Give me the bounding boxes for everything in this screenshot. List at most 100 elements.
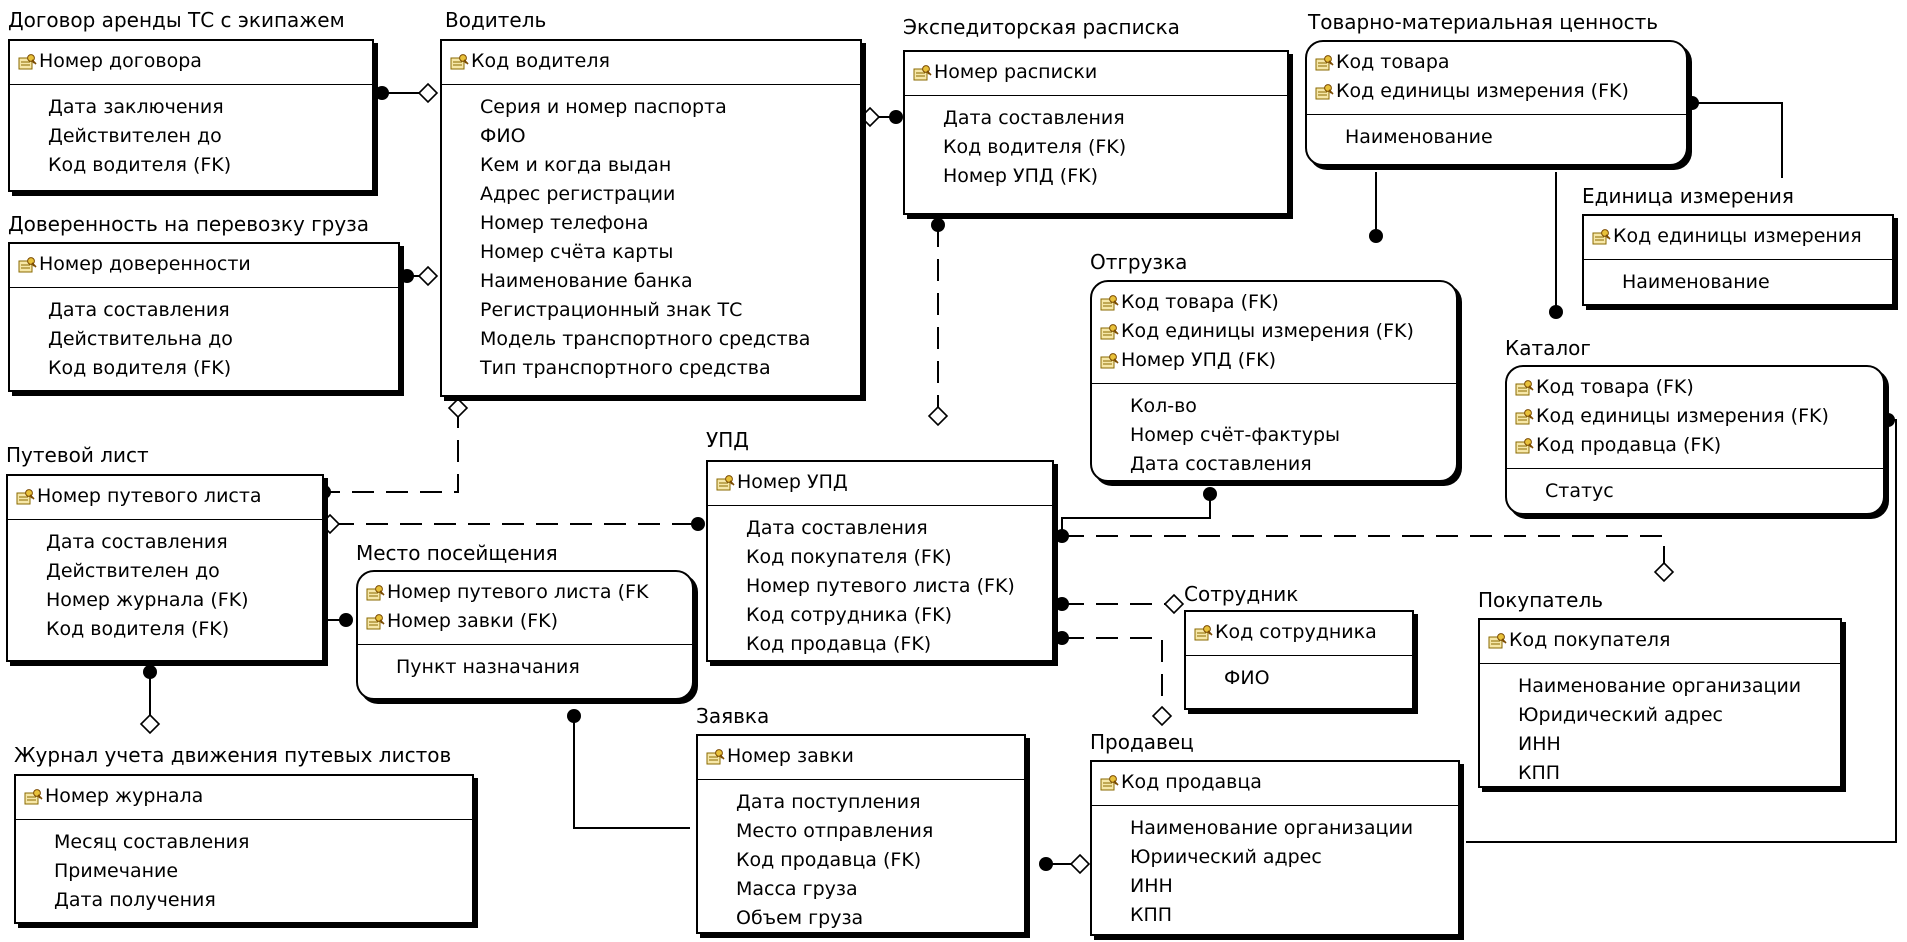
optional-diamond-marker	[1069, 853, 1091, 875]
key-attribute-label: Код сотрудника	[1215, 621, 1377, 643]
attribute: ИНН	[1130, 875, 1173, 897]
key-icon	[1100, 293, 1119, 312]
key-attribute-label: Код товара (FK)	[1121, 291, 1279, 313]
entity-title-edinica: Единица измерения	[1582, 184, 1794, 208]
key-icon	[1592, 227, 1611, 246]
key-icon	[24, 787, 43, 806]
key-attribute-label: Код товара (FK)	[1536, 376, 1694, 398]
key-icon	[18, 52, 37, 71]
attribute: Юридический адрес	[1518, 704, 1723, 726]
attribute: Действителен до	[46, 560, 220, 582]
key-attribute-label: Номер путевого листа (FK	[387, 581, 649, 603]
key-icon	[716, 473, 735, 492]
attribute: Наименование	[1622, 271, 1770, 293]
key-icon	[913, 63, 932, 82]
key-attribute-label: Код единицы измерения (FK)	[1121, 320, 1414, 342]
attribute: Серия и номер паспорта	[480, 96, 727, 118]
attribute-section: Наименование	[1584, 260, 1892, 303]
entity-otgruzka[interactable]: Код товара (FK) Код единицы измерения (FK…	[1090, 280, 1458, 482]
key-attribute: Код товара	[1315, 48, 1678, 77]
attribute: Дата поступления	[736, 791, 921, 813]
key-attribute: Номер путевого листа (FK	[366, 578, 684, 607]
key-attribute: Код продавца	[1100, 768, 1450, 797]
attribute: Код сотрудника (FK)	[746, 604, 953, 626]
attribute: Кол-во	[1130, 395, 1197, 417]
key-icon	[16, 487, 35, 506]
key-attribute: Код единицы измерения	[1592, 222, 1884, 251]
key-icon	[366, 612, 385, 631]
attribute: Код продавца (FK)	[746, 633, 932, 655]
key-icon	[706, 747, 725, 766]
key-attribute: Код товара (FK)	[1100, 288, 1448, 317]
key-attribute: Код единицы измерения (FK)	[1100, 317, 1448, 346]
attribute: Кем и когда выдан	[480, 154, 672, 176]
attribute-section: Наименование	[1307, 115, 1686, 158]
key-attribute-label: Код единицы измерения (FK)	[1336, 80, 1629, 102]
key-icon	[18, 255, 37, 274]
key-icon	[1194, 623, 1213, 642]
primary-key-section: Код единицы измерения	[1584, 216, 1892, 260]
key-icon	[1100, 773, 1119, 792]
primary-key-section: Номер УПД	[708, 462, 1052, 506]
attribute: Дата получения	[54, 889, 216, 911]
key-attribute-label: Код продавца	[1121, 771, 1262, 793]
attribute: Дата составления	[1130, 453, 1312, 475]
key-attribute: Номер расписки	[913, 58, 1279, 87]
key-attribute: Код сотрудника	[1194, 618, 1404, 647]
key-attribute: Код водителя	[450, 47, 852, 76]
key-attribute-label: Номер расписки	[934, 61, 1098, 83]
key-attribute: Номер доверенности	[18, 250, 390, 279]
entity-title-raspiska: Экспедиторская расписка	[903, 15, 1180, 39]
attribute: Дата составления	[48, 299, 230, 321]
key-icon	[1100, 351, 1119, 370]
key-attribute-label: Номер УПД	[737, 471, 848, 493]
attribute: Наименование банка	[480, 270, 693, 292]
entity-title-tmc: Товарно-материальная ценность	[1308, 10, 1658, 34]
entity-mesto[interactable]: Номер путевого листа (FK Номер завки (FK)…	[356, 570, 694, 700]
key-attribute: Номер УПД (FK)	[1100, 346, 1448, 375]
primary-key-section: Код продавца	[1092, 762, 1458, 806]
primary-key-section: Номер договора	[10, 41, 372, 85]
optional-diamond-marker	[139, 713, 161, 735]
attribute: Дата составления	[46, 531, 228, 553]
entity-title-katalog: Каталог	[1505, 336, 1591, 360]
optional-diamond-marker	[417, 265, 439, 287]
attribute: Код водителя (FK)	[48, 154, 232, 176]
relationship-line	[1062, 535, 1665, 570]
many-cardinality-dot	[1685, 96, 1699, 110]
many-cardinality-dot	[1055, 597, 1069, 611]
primary-key-section: Код сотрудника	[1186, 612, 1412, 656]
entity-katalog[interactable]: Код товара (FK)Код единицы измерения (FK…	[1505, 365, 1885, 515]
key-attribute: Номер договора	[18, 47, 364, 76]
key-attribute-label: Номер доверенности	[39, 253, 251, 275]
key-attribute-label: Номер завки (FK)	[387, 610, 559, 632]
attribute: Номер журнала (FK)	[46, 589, 249, 611]
many-cardinality-dot	[1203, 487, 1217, 501]
key-attribute: Код покупателя	[1488, 626, 1832, 655]
key-attribute-label: Номер договора	[39, 50, 202, 72]
key-icon	[450, 52, 469, 71]
attribute: Код покупателя (FK)	[746, 546, 952, 568]
key-attribute-label: Номер завки	[727, 745, 854, 767]
attribute: ФИО	[480, 125, 526, 147]
primary-key-section: Номер журнала	[16, 776, 472, 820]
many-cardinality-dot	[931, 218, 945, 232]
